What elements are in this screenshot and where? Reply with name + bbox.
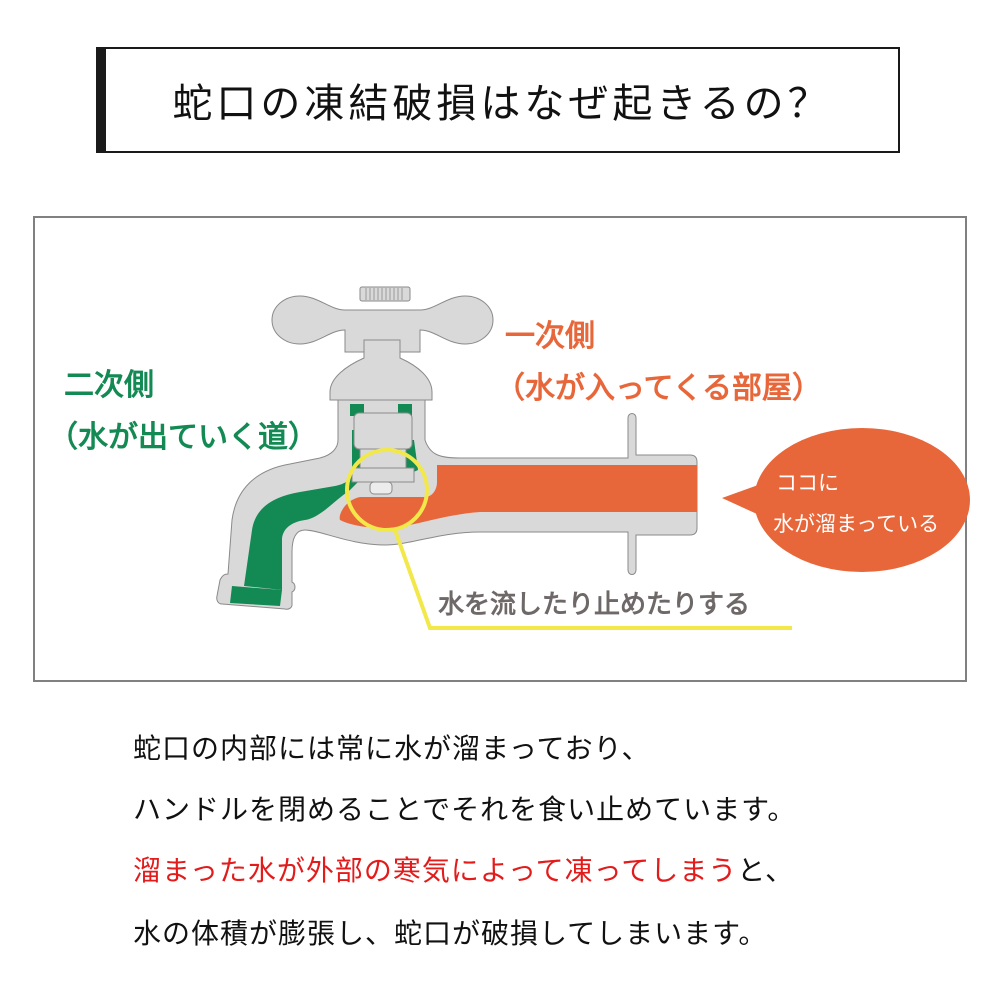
body-line-3-rest: と、 <box>737 854 795 887</box>
body-line-4: 水の体積が膨張し、蛇口が破損してしまいます。 <box>133 917 768 950</box>
primary-side-subtitle: （水が入ってくる部屋） <box>495 371 822 406</box>
page-title: 蛇口の凍結破損はなぜ起きるの？ <box>172 81 832 127</box>
primary-channel-icon <box>339 465 697 528</box>
secondary-side-subtitle: （水が出ていく道） <box>48 420 318 455</box>
body-line-2: ハンドルを閉めることでそれを食い止めています。 <box>133 793 797 826</box>
body-line-1: 蛇口の内部には常に水が溜まっており、 <box>133 732 651 765</box>
body-line-3-highlight: 溜まった水が外部の寒気によって凍ってしまう <box>133 854 738 887</box>
speech-bubble-line1: ココに <box>776 471 839 495</box>
title-box: 蛇口の凍結破損はなぜ起きるの？ <box>96 47 900 153</box>
knurl-icon <box>365 288 403 300</box>
handle-icon <box>271 286 494 401</box>
speech-bubble-line2: 水が溜まっている <box>773 512 940 536</box>
valve-callout-label: 水を流したり止めたりする <box>438 590 751 620</box>
speech-bubble-icon <box>722 428 970 572</box>
valve-highlight-icon <box>345 448 792 630</box>
secondary-side-title: 二次側 <box>64 368 154 403</box>
body-line-3: 溜まった水が外部の寒気によって凍ってしまうと、 <box>133 849 794 889</box>
primary-side-title: 一次側 <box>505 319 595 354</box>
